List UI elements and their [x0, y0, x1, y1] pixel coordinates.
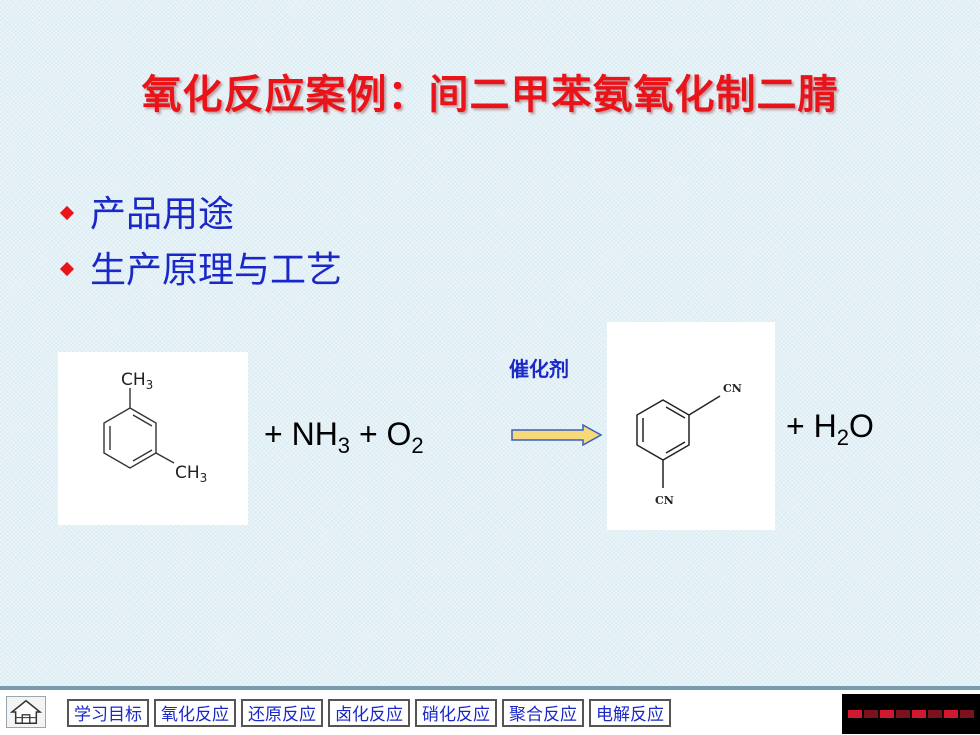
nav-halogenation[interactable]: 卤化反应: [328, 699, 410, 727]
bullet-text: 生产原理与工艺: [90, 250, 343, 291]
catalyst-label: 催化剂: [509, 357, 569, 381]
methyl-label-top: CH3: [121, 370, 153, 392]
water-formula-o: O: [848, 408, 874, 444]
isophthalonitrile-svg: CN CN: [636, 382, 742, 507]
nav-electrolysis[interactable]: 电解反应: [589, 699, 671, 727]
plus-sign: +: [358, 416, 378, 452]
diamond-bullet-icon: [59, 205, 75, 221]
diamond-bullet-icon: [59, 261, 75, 277]
oxygen-subscript: 2: [411, 433, 424, 458]
plus-sign: +: [786, 408, 805, 444]
isophthalonitrile-structure: CN CN: [607, 322, 775, 530]
cyano-label-top: CN: [723, 382, 742, 395]
nav-decoration: [842, 694, 980, 734]
bullet-item-product-use: 产品用途: [59, 183, 342, 239]
cyano-label-bottom: CN: [655, 494, 674, 507]
water-subscript: 2: [836, 425, 849, 450]
plus-sign: +: [264, 416, 283, 452]
nav-learning-objectives[interactable]: 学习目标: [67, 699, 149, 727]
bullet-item-production-principle: 生产原理与工艺: [59, 239, 343, 295]
reaction-arrow-icon: [511, 424, 603, 446]
methyl-label-bottom: CH3: [175, 463, 207, 485]
slide-title: 氧化反应案例：间二甲苯氨氧化制二腈: [141, 72, 839, 118]
nav-nitration[interactable]: 硝化反应: [415, 699, 497, 727]
nav-reduction[interactable]: 还原反应: [241, 699, 323, 727]
m-xylene-structure: CH3 CH3: [58, 352, 248, 525]
home-button[interactable]: [6, 696, 46, 728]
ammonia-formula: NH: [291, 416, 338, 452]
nav-oxidation[interactable]: 氧化反应: [154, 699, 236, 727]
bullet-text: 产品用途: [90, 194, 235, 235]
reactants-equation: + NH3 + O2: [264, 416, 424, 459]
nav-divider: [0, 686, 980, 690]
nav-items: 学习目标 氧化反应 还原反应 卤化反应 硝化反应 聚合反应 电解反应: [67, 699, 671, 727]
bottom-nav-bar: 学习目标 氧化反应 还原反应 卤化反应 硝化反应 聚合反应 电解反应: [0, 690, 980, 735]
m-xylene-svg: CH3 CH3: [103, 370, 207, 485]
nav-polymerization[interactable]: 聚合反应: [502, 699, 584, 727]
ammonia-subscript: 3: [337, 433, 351, 458]
bullet-list: 产品用途 生产原理与工艺: [59, 183, 343, 295]
oxygen-formula: O: [386, 416, 412, 452]
products-equation: + H2O: [786, 408, 874, 451]
water-formula-h: H: [813, 408, 837, 444]
home-icon: [9, 699, 43, 724]
